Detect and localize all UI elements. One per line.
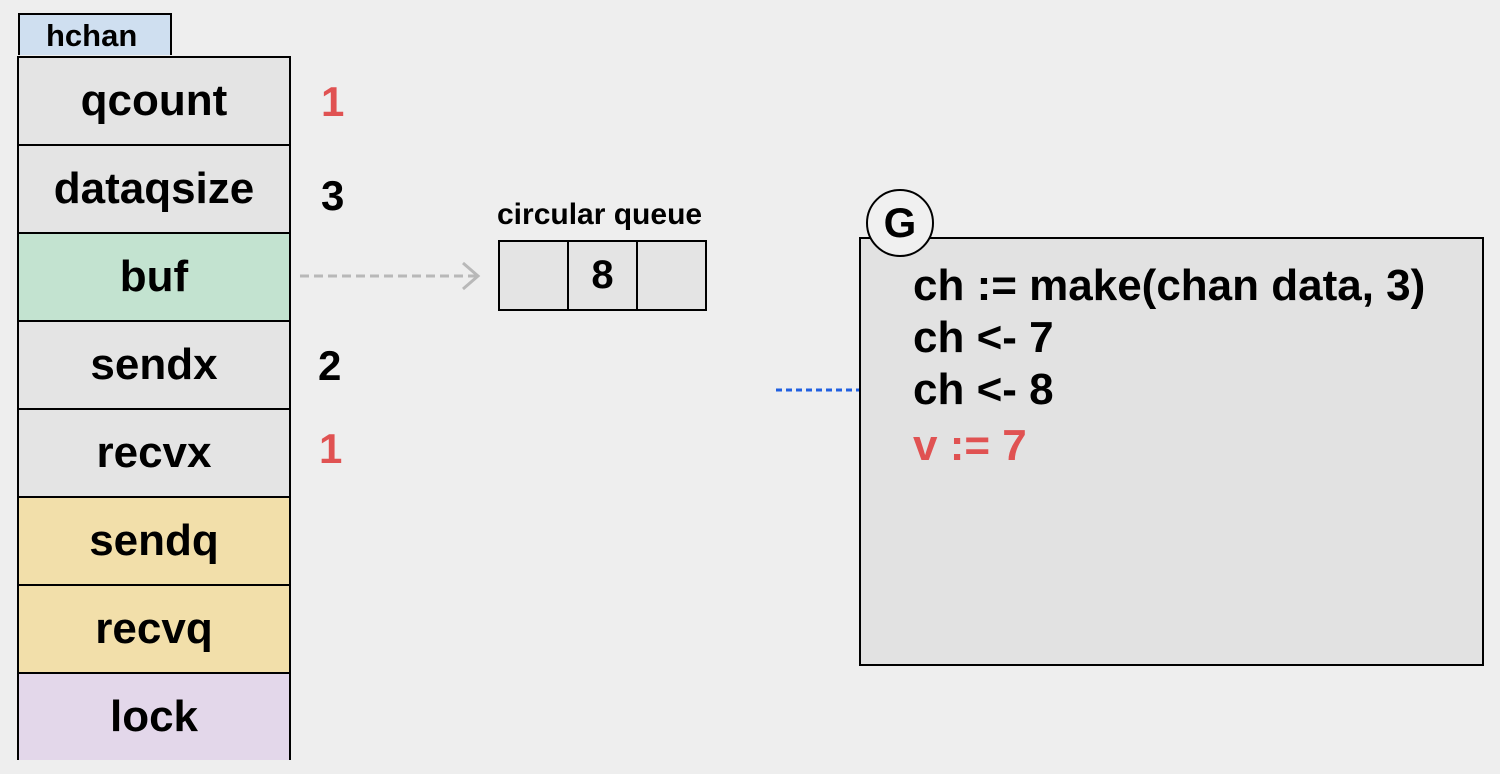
hchan-title: hchan — [18, 13, 172, 55]
goroutine-badge: G — [866, 189, 934, 257]
field-label: lock — [109, 692, 199, 741]
field-qcount: qcount — [19, 58, 289, 146]
field-label: recvx — [96, 428, 212, 477]
code-line: v := 7 — [913, 421, 1027, 470]
sendx-value: 2 — [318, 342, 342, 389]
buf-pointer-arrow — [300, 261, 481, 291]
field-dataqsize: dataqsize — [19, 146, 289, 234]
dataqsize-value: 3 — [321, 172, 345, 219]
qcount-value: 1 — [321, 78, 345, 125]
circular-queue: 8 — [498, 240, 707, 311]
circular-queue-label: circular queue — [497, 198, 703, 231]
field-sendx: sendx — [19, 322, 289, 410]
queue-cell — [500, 242, 569, 309]
field-sendq: sendq — [19, 498, 289, 586]
code-line: ch <- 8 — [913, 365, 1054, 414]
field-label: qcount — [80, 76, 228, 125]
queue-cell — [638, 242, 705, 309]
field-label: sendq — [89, 516, 219, 565]
field-lock: lock — [19, 674, 289, 760]
recvx-value: 1 — [319, 425, 343, 472]
field-recvx: recvx — [19, 410, 289, 498]
code-line: ch := make(chan data, 3) — [913, 261, 1426, 310]
queue-cell: 8 — [569, 242, 638, 309]
field-buf: buf — [19, 234, 289, 322]
field-recvq: recvq — [19, 586, 289, 674]
field-label: dataqsize — [53, 164, 255, 213]
hchan-struct: qcount dataqsize buf sendx recvx sendq r… — [17, 56, 291, 760]
goroutine-box — [859, 237, 1484, 666]
field-label: sendx — [90, 340, 218, 389]
code-line: ch <- 7 — [913, 313, 1054, 362]
field-label: recvq — [95, 604, 213, 653]
field-label: buf — [119, 252, 189, 301]
